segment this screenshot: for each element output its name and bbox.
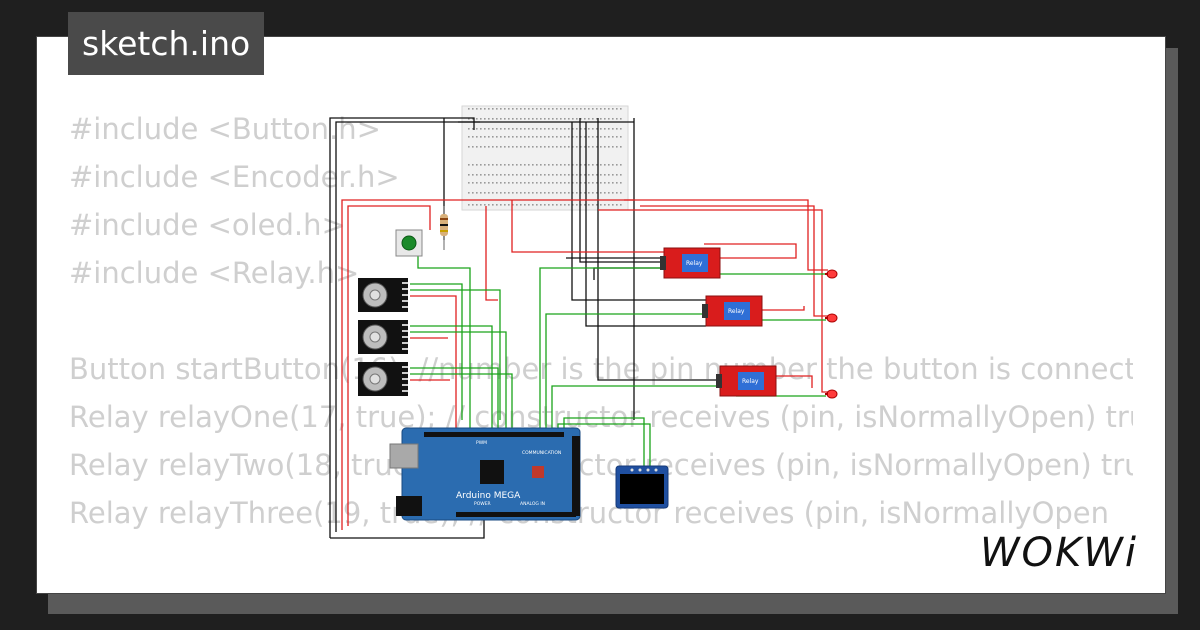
rotary-encoder-icon[interactable]	[358, 278, 408, 312]
relay-label: Relay	[686, 260, 703, 267]
led-icon	[825, 389, 838, 399]
code-line: Relay relayOne(17, true); // constructor…	[69, 400, 1133, 434]
relay-module: Relay	[660, 247, 721, 279]
code-line: #include <oled.h>	[69, 208, 346, 242]
leds	[825, 269, 838, 399]
relay-label: Relay	[728, 308, 745, 315]
board-name: Arduino MEGA	[456, 491, 521, 501]
sketch-filename-tab[interactable]: sketch.ino	[68, 12, 265, 75]
pushbutton-icon[interactable]	[395, 229, 423, 257]
breadboard	[461, 105, 629, 211]
relay-module: Relay	[716, 365, 777, 397]
arduino-mega[interactable]: Arduino MEGA PWM COMMUNICATION POWER ANA…	[389, 427, 581, 521]
oled-display	[615, 465, 669, 509]
resistor-icon	[440, 206, 448, 250]
wokwi-logo[interactable]: WOKWi	[976, 524, 1152, 580]
rotary-encoders	[358, 278, 408, 396]
code-line: // Change these pin numbers to the pins …	[69, 585, 1133, 593]
code-line: Relay relayThree(19, true); // construct…	[69, 496, 1110, 530]
svg-text:PWM: PWM	[476, 440, 487, 446]
rotary-encoder-icon[interactable]	[358, 320, 408, 354]
rotary-encoder-icon[interactable]	[358, 362, 408, 396]
code-line: #include <Encoder.h>	[69, 160, 400, 194]
led-icon	[825, 313, 838, 323]
svg-text:COMMUNICATION: COMMUNICATION	[522, 450, 561, 456]
relay-module: Relay	[702, 295, 763, 327]
led-icon	[825, 269, 838, 279]
wokwi-logo-text: WOKWi	[980, 530, 1138, 576]
code-line: #include <Relay.h>	[69, 256, 360, 290]
relay-label: Relay	[742, 378, 759, 385]
svg-text:ANALOG IN: ANALOG IN	[520, 501, 545, 507]
svg-text:POWER: POWER	[474, 501, 491, 507]
